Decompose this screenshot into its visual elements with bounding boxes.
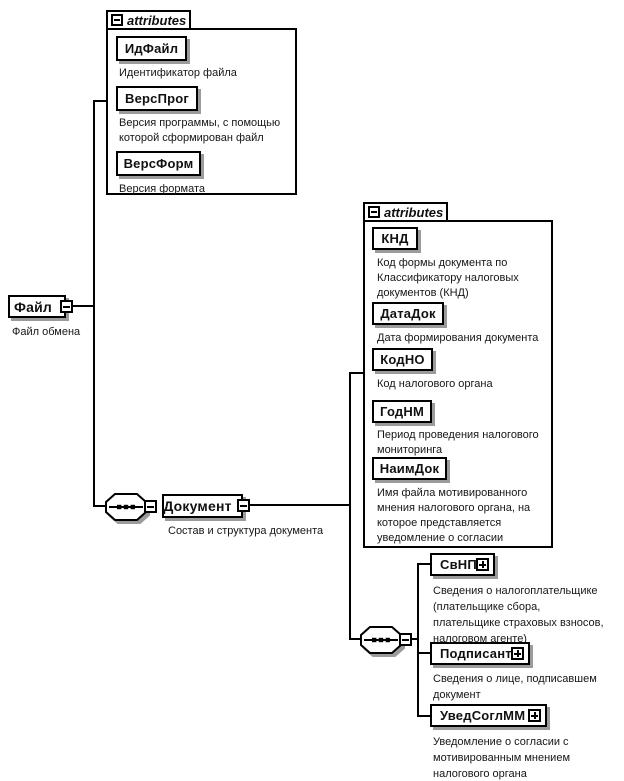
attribute-name: НаимДок — [379, 461, 440, 476]
collapse-icon[interactable] — [60, 300, 73, 313]
element-caption: Сведения о лице, подписавшем документ — [433, 673, 597, 701]
attributes-label: attributes — [384, 204, 444, 220]
attribute-caption: Код формы документа по Классификатору на… — [377, 257, 519, 299]
document-attributes-box — [363, 220, 553, 548]
attribute-name: ГодНМ — [380, 404, 424, 419]
connector-line — [417, 563, 431, 565]
attributes-label: attributes — [127, 12, 187, 28]
collapse-icon[interactable] — [111, 14, 123, 26]
connector-line — [73, 305, 94, 307]
attribute-caption: Идентификатор файла — [119, 67, 237, 79]
document-attributes-header[interactable]: attributes — [363, 202, 448, 222]
connector-line — [93, 100, 95, 507]
connector-line — [349, 372, 351, 640]
connector-line — [349, 372, 365, 374]
connector-line — [93, 100, 107, 102]
element-caption: Файл обмена — [12, 326, 81, 338]
attribute-caption: Код налогового органа — [377, 378, 493, 390]
attribute-name: ДатаДок — [380, 306, 436, 321]
attribute-name: КНД — [381, 231, 409, 246]
connector-line — [417, 652, 431, 654]
element-name: УведСоглММ — [440, 708, 526, 723]
attribute-caption: Дата формирования документа — [377, 332, 539, 344]
attribute-caption: Версия программы, с помощью которой сфор… — [119, 117, 281, 144]
attribute-name: ВерсФорм — [123, 156, 194, 171]
attribute-knd[interactable]: КНД — [372, 227, 418, 250]
collapse-icon[interactable] — [368, 206, 380, 218]
attribute-versform[interactable]: ВерсФорм — [116, 151, 201, 176]
attribute-godnm[interactable]: ГодНМ — [372, 400, 432, 423]
attribute-caption: Имя файла мотивированного мнения налогов… — [377, 487, 531, 544]
attribute-idfile[interactable]: ИдФайл — [116, 36, 187, 61]
element-file[interactable]: Файл — [8, 295, 66, 318]
connector-line — [349, 638, 363, 640]
connector-line — [417, 563, 419, 717]
connector-line — [250, 504, 351, 506]
connector-line — [417, 715, 431, 717]
attribute-name: ИдФайл — [124, 41, 179, 56]
file-attributes-header[interactable]: attributes — [106, 10, 191, 30]
element-svnp[interactable]: СвНП — [430, 553, 495, 576]
element-caption: Состав и структура документа — [168, 525, 324, 537]
attribute-name: ВерсПрог — [124, 91, 190, 106]
expand-icon[interactable] — [511, 647, 524, 660]
attribute-datadok[interactable]: ДатаДок — [372, 302, 444, 325]
expand-icon[interactable] — [476, 558, 489, 571]
element-document[interactable]: Документ — [162, 494, 243, 518]
collapse-icon[interactable] — [144, 500, 157, 513]
element-name: Подписант — [440, 646, 512, 661]
collapse-icon[interactable] — [399, 633, 412, 646]
collapse-icon[interactable] — [237, 499, 250, 512]
attribute-caption: Период проведения налогового мониторинга — [377, 429, 539, 456]
attribute-versprog[interactable]: ВерсПрог — [116, 86, 198, 111]
element-name: Файл — [13, 298, 53, 315]
element-caption: Уведомление о согласии с мотивированным … — [433, 736, 571, 780]
sequence-icon[interactable] — [102, 490, 154, 528]
element-podpisant[interactable]: Подписант — [430, 642, 530, 665]
expand-icon[interactable] — [528, 709, 541, 722]
attribute-kodno[interactable]: КодНО — [372, 348, 433, 371]
element-uvedsoglmm[interactable]: УведСоглММ — [430, 704, 547, 727]
element-caption: Сведения о налогоплательщике (плательщик… — [433, 585, 604, 645]
connector-line — [411, 638, 419, 640]
sequence-icon[interactable] — [357, 623, 409, 661]
attribute-naimdok[interactable]: НаимДок — [372, 457, 447, 480]
element-name: СвНП — [440, 557, 477, 572]
element-name: Документ — [163, 498, 232, 514]
connector-line — [93, 505, 107, 507]
attribute-name: КодНО — [380, 352, 425, 367]
attribute-caption: Версия формата — [119, 183, 205, 195]
